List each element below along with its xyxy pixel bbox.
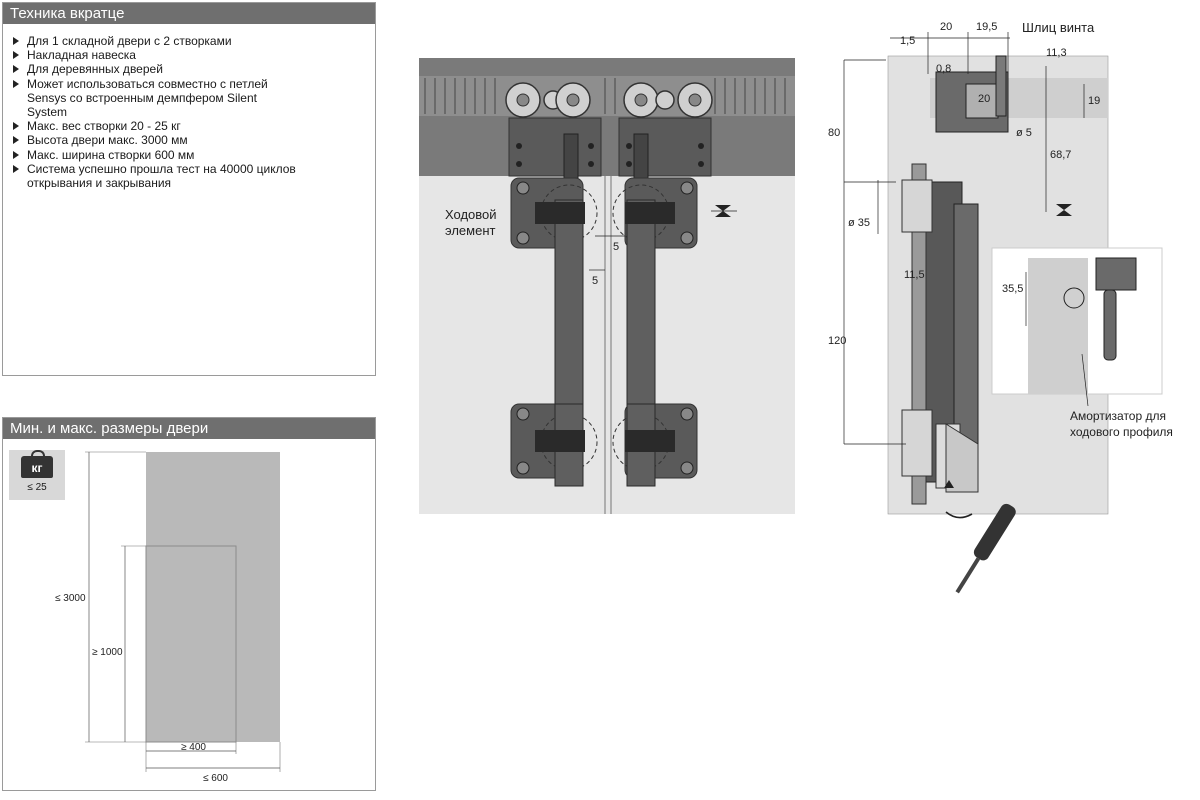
mount-screws-lower xyxy=(516,407,694,475)
plate-screws xyxy=(516,143,704,167)
spec-item: Для деревянных дверей xyxy=(13,62,375,76)
door-edge xyxy=(953,203,979,445)
carriage-plate-left xyxy=(508,117,602,177)
roller-clip-upper-right xyxy=(625,202,675,224)
dim-11-5: 11,5 xyxy=(904,269,925,281)
screw-slot-label: Шлиц винта xyxy=(1022,20,1095,35)
dim-20-inner: 20 xyxy=(978,93,990,105)
dim-11-3: 11,3 xyxy=(1046,47,1067,59)
damper-label-1: Амортизатор для xyxy=(1070,409,1166,423)
weight-value: ≤ 25 xyxy=(27,482,47,493)
rotation-arrow xyxy=(945,511,973,519)
roller-clip-upper-left xyxy=(535,202,585,224)
hinge-cup-upper xyxy=(901,179,933,233)
spec-item: Высота двери макс. 3000 мм xyxy=(13,133,375,147)
rail-inner xyxy=(965,83,999,119)
label-running-element-1: Ходовой xyxy=(445,207,497,222)
dim-19: 19 xyxy=(1088,95,1100,107)
spec-panel-title: Техника вкратце xyxy=(3,3,375,24)
weight-badge: кг ≤ 25 xyxy=(9,450,65,500)
carriage-plate-right xyxy=(618,117,712,177)
spec-panel: Техника вкратце Для 1 складной двери с 2… xyxy=(2,2,376,376)
max-height-label: ≤ 3000 xyxy=(55,593,86,604)
rail-ribbed-band xyxy=(419,76,795,116)
min-height-label: ≥ 1000 xyxy=(92,647,123,658)
dim-1-5: 1,5 xyxy=(900,35,915,47)
max-width-label: ≤ 600 xyxy=(203,773,228,784)
spec-list: Для 1 складной двери с 2 створками Накла… xyxy=(3,24,375,190)
front-view-drawing: Ходовой элемент 5 5 xyxy=(419,58,795,514)
weight-icon: кг xyxy=(21,450,53,478)
size-panel: Мин. и макс. размеры двери кг ≤ 25 ≤ 300… xyxy=(2,417,376,791)
dim-0-8: 0,8 xyxy=(936,63,951,75)
dim-68-7: 68,7 xyxy=(1050,149,1071,161)
spec-item: Макс. вес створки 20 - 25 кг xyxy=(13,119,375,133)
dim-19-5: 19,5 xyxy=(976,21,997,33)
spec-item: Может использоваться совместно с петлей … xyxy=(13,77,297,120)
gap-dim-lower: 5 xyxy=(592,275,598,287)
mount-screws-upper xyxy=(516,181,694,245)
spec-item: Для 1 складной двери с 2 створками xyxy=(13,34,375,48)
inset-rail xyxy=(1095,257,1137,291)
dim-35-5: 35,5 xyxy=(1002,283,1023,295)
min-width-label: ≥ 400 xyxy=(181,742,206,753)
door-size-drawing: ≤ 3000 ≥ 1000 ≥ 400 ≤ 600 xyxy=(55,451,281,784)
screw-slot xyxy=(995,55,1007,117)
dim-d5: ø 5 xyxy=(1016,127,1032,139)
level-marker-side xyxy=(1056,204,1072,216)
hinge-cup-lower xyxy=(901,409,933,477)
inset-roller xyxy=(1063,287,1085,309)
dim-120: 120 xyxy=(828,335,846,347)
hatched-block xyxy=(945,423,979,493)
min-door-rect xyxy=(145,545,237,743)
dim-d35: ø 35 xyxy=(848,217,870,229)
label-running-element-2: элемент xyxy=(445,223,496,238)
spec-item: Накладная навеска xyxy=(13,48,375,62)
spec-item: Макс. ширина створки 600 мм xyxy=(13,148,375,162)
rail-lower-body xyxy=(419,116,795,176)
gap-dim-upper: 5 xyxy=(613,241,619,253)
inset-damper xyxy=(1103,289,1117,361)
spec-item: Система успешно прошла тест на 40000 цик… xyxy=(13,162,297,190)
screwdriver xyxy=(955,503,1016,594)
size-panel-title: Мин. и макс. размеры двери xyxy=(3,418,375,439)
damper-label-2: ходового профиля xyxy=(1070,425,1173,439)
wheel-5 xyxy=(655,90,675,110)
dim-20-top: 20 xyxy=(940,21,952,33)
side-view-drawing: 1,5 20 19,5 Шлиц винта 11,3 0,8 20 19 ø … xyxy=(828,20,1173,594)
dim-80: 80 xyxy=(828,127,840,139)
rail-ribs xyxy=(424,78,786,114)
